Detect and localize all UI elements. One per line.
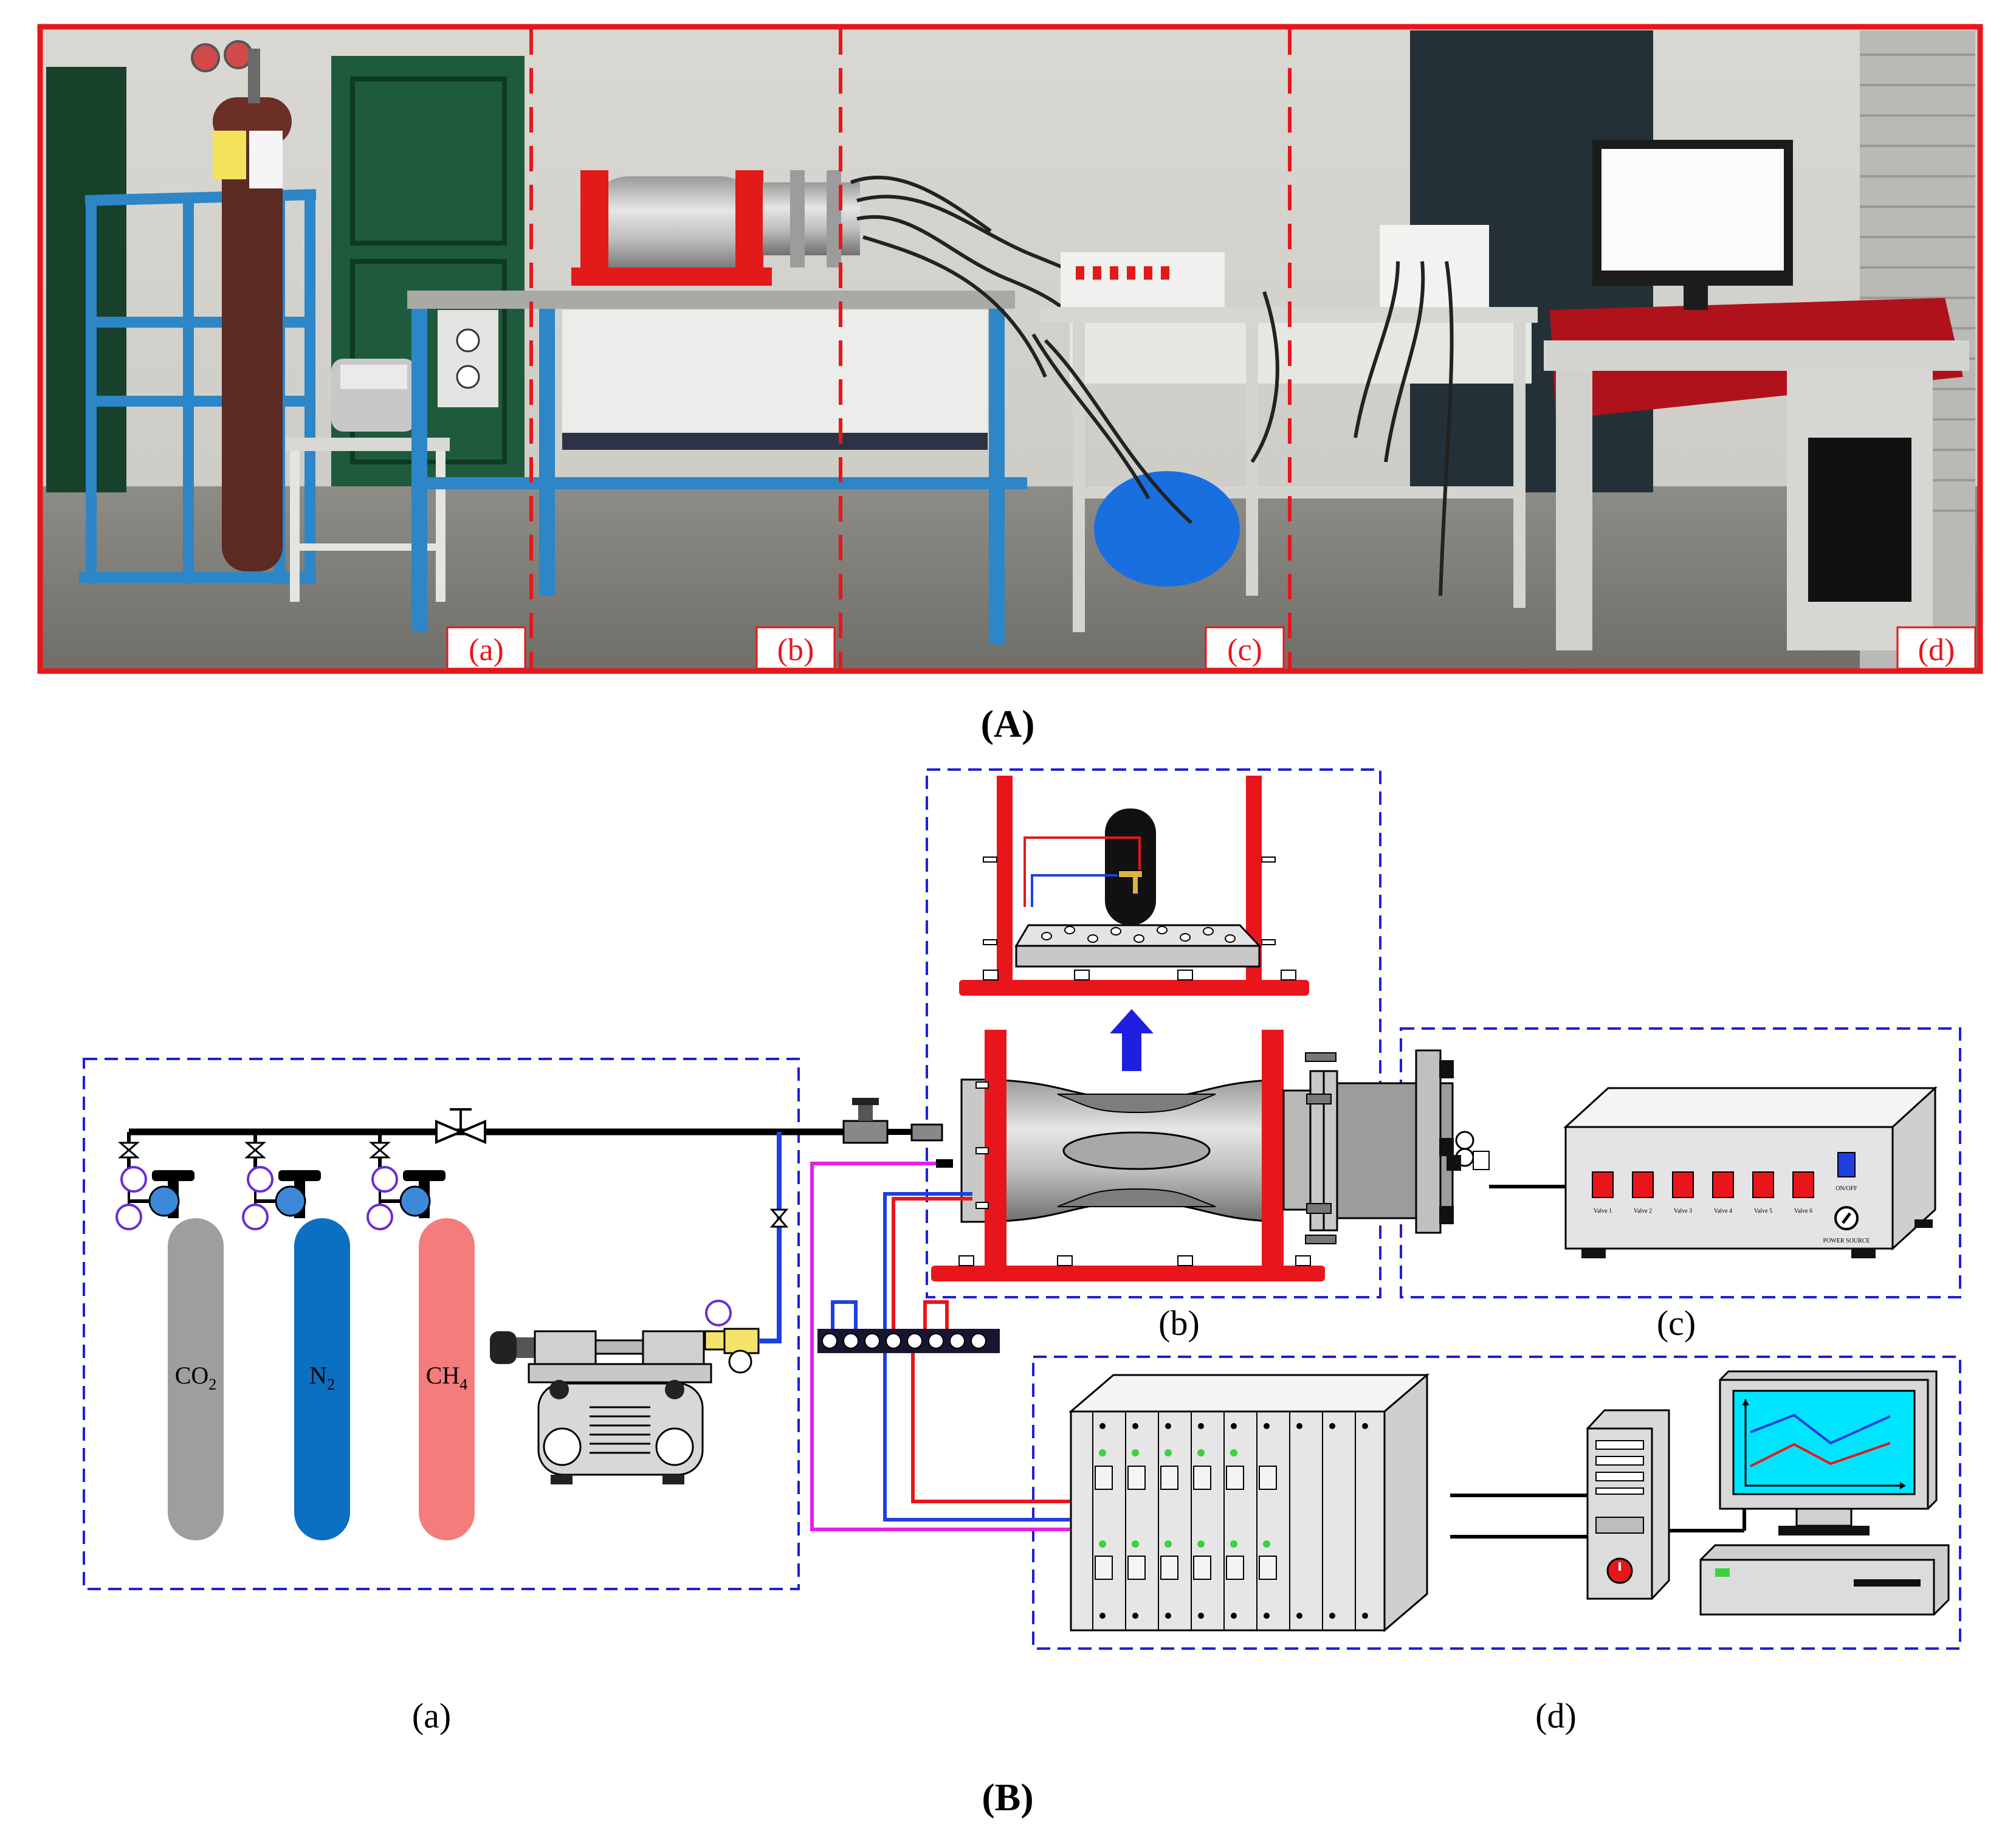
photo-section-dividers	[529, 29, 1292, 669]
valve-label-4: Valve 4	[1714, 1208, 1732, 1215]
valve-label-3: Valve 3	[1674, 1208, 1692, 1215]
schematic-label-d: (d)	[1535, 1696, 1577, 1735]
schematic-label-a: (a)	[412, 1696, 451, 1735]
photo-pc-tower	[1808, 438, 1911, 602]
screen-trace-blue	[1750, 1413, 1891, 1445]
screen-trace-red	[1750, 1442, 1891, 1467]
valve-label-5: Valve 5	[1754, 1208, 1772, 1215]
valve-label-6: Valve 6	[1794, 1208, 1812, 1215]
vacuum-pump	[490, 1300, 760, 1484]
photo-controller-table	[1031, 225, 1538, 632]
reactor-assembly	[931, 776, 1490, 1281]
cylinder-co2	[115, 1132, 224, 1540]
photo-label-a: (a)	[469, 633, 504, 667]
photo-reactor-table	[407, 291, 1027, 644]
power-switch	[1837, 1152, 1856, 1177]
photo-valve-controller	[1061, 252, 1225, 307]
monitor-screen	[1732, 1390, 1916, 1495]
photo-frame	[37, 24, 1983, 674]
cylinder-n2	[242, 1132, 350, 1540]
pc-tower	[1586, 1409, 1670, 1600]
panel-a-caption: (A)	[981, 702, 1035, 745]
cylinder-label-ch4: CH4	[426, 1362, 468, 1393]
photo-reactor	[571, 170, 1108, 378]
schematic-label-b: (b)	[1158, 1303, 1200, 1343]
gas-supply-system: CO2 N2 CH4	[115, 1098, 943, 1540]
cylinder-label-co2: CO2	[175, 1362, 217, 1393]
valve-label-1: Valve 1	[1594, 1208, 1612, 1215]
photo-label-c: (c)	[1227, 633, 1262, 667]
monitor	[1699, 1370, 1950, 1616]
photo-gas-cylinder	[222, 122, 283, 571]
valve-controller: Valve 1 Valve 2 Valve 3 Valve 4 Valve 5 …	[1563, 1086, 1938, 1258]
cylinder-label-n2: N2	[309, 1362, 335, 1393]
power-source-label: POWER SOURCE	[1823, 1238, 1870, 1244]
desktop-base	[1699, 1559, 1935, 1616]
coal-sample	[1105, 808, 1156, 925]
photo-label-b: (b)	[777, 633, 814, 667]
terminal-strip	[817, 1329, 1000, 1353]
switch-label: ON/OFF	[1835, 1185, 1857, 1192]
vacuum-line	[759, 1132, 782, 1343]
schematic-label-c: (c)	[1657, 1303, 1696, 1343]
photo-blue-drum	[1094, 471, 1240, 587]
lift-arrow	[1110, 1009, 1154, 1071]
photo-label-d: (d)	[1918, 633, 1955, 667]
panel-b-caption: (B)	[982, 1776, 1033, 1819]
daq-rack	[1068, 1373, 1430, 1633]
valve-label-2: Valve 2	[1634, 1208, 1652, 1215]
floor	[40, 486, 1980, 671]
photo-panel: (a) (b) (c) (d)	[37, 24, 1983, 674]
photo-computer-desk	[1544, 140, 1969, 650]
inlet-valve	[842, 1120, 889, 1144]
cylinder-ch4	[366, 1132, 475, 1540]
